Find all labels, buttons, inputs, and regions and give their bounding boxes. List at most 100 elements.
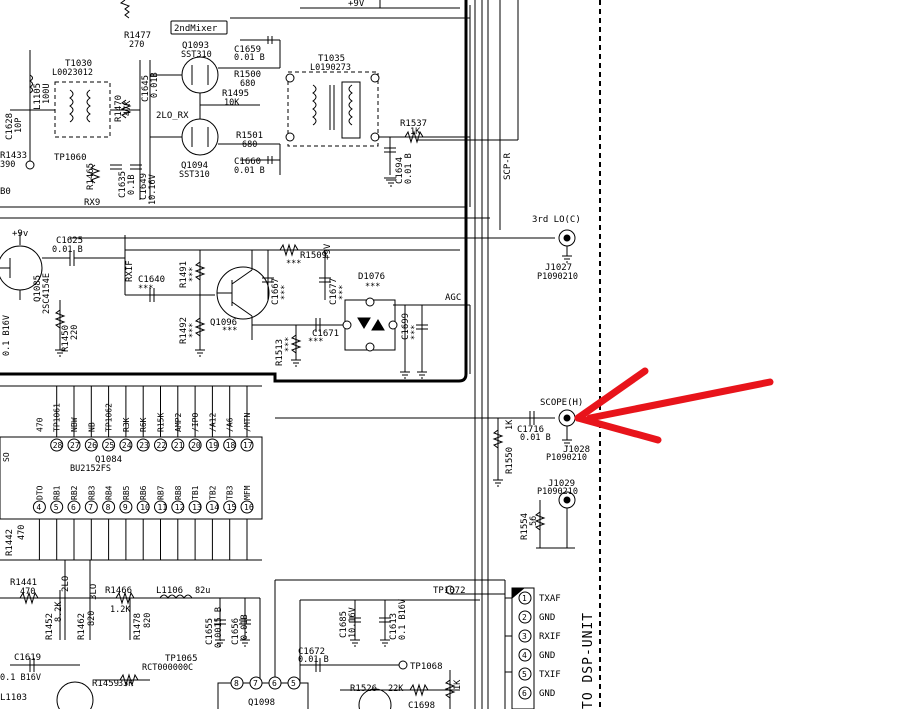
tp1065-ref: TP1065 bbox=[165, 654, 198, 664]
ic-top-pin-number: 27 bbox=[70, 441, 80, 450]
ic-top-pin-label: NBW bbox=[70, 417, 79, 432]
connector-pin-name: TXIF bbox=[539, 670, 561, 680]
r1550-ref: R1550 bbox=[505, 447, 515, 474]
rotated-labels-scope: R1550 1K R1554 56 bbox=[505, 419, 539, 540]
ic-top-pin-label: /MTN bbox=[243, 413, 252, 432]
c1671-val: *** bbox=[308, 337, 323, 347]
r1450-ref: R1450 bbox=[61, 325, 71, 352]
ic-top-pin-label: TP1062 bbox=[105, 403, 114, 432]
t1030-ref: T1030 bbox=[65, 59, 92, 69]
ic-bottom-pin-circle bbox=[32, 500, 46, 514]
c1672-ref: C1672 bbox=[298, 647, 325, 657]
q1085-ref: Q1085 bbox=[33, 275, 43, 302]
c1645-ref: C1645 bbox=[141, 75, 151, 102]
highlight-arrow bbox=[574, 367, 774, 444]
connector-pin-name: GND bbox=[539, 651, 555, 661]
q1098-pin-circle bbox=[249, 676, 263, 690]
r1492-ref: R1492 bbox=[179, 317, 189, 344]
connector-pin-name: GND bbox=[539, 613, 555, 623]
ic-bottom-pin-number: 13 bbox=[192, 503, 202, 512]
c1619-ref: C1619 bbox=[14, 653, 41, 663]
ic-top-pin-circle bbox=[223, 438, 237, 452]
c1628-val: 10P bbox=[14, 118, 24, 133]
c1677-val: *** bbox=[338, 285, 348, 300]
ic-top-pin-label: /A6 bbox=[226, 417, 235, 432]
r1509-val: *** bbox=[286, 259, 301, 269]
r1452-ref: R1452 bbox=[45, 613, 55, 640]
t1030-part: L0023012 bbox=[52, 68, 93, 78]
ic-part: BU2152FS bbox=[70, 464, 111, 474]
r1526-ref: R1526 bbox=[350, 684, 377, 694]
q1093-part: SST310 bbox=[181, 50, 212, 60]
connector-pin-number: 2 bbox=[522, 613, 527, 622]
t1035-part: L0190273 bbox=[310, 63, 351, 73]
ic-bottom-pin-label: RB2 bbox=[70, 485, 79, 500]
connector-pin-circle bbox=[518, 610, 532, 624]
ic-bottom-pin-circle bbox=[119, 500, 133, 514]
rx9-label: RX9 bbox=[84, 198, 100, 208]
q1098-pin-circle bbox=[230, 676, 244, 690]
q1093-ref: Q1093 bbox=[182, 41, 209, 51]
c1667-val: *** bbox=[280, 285, 290, 300]
r1441-ref: R1441 bbox=[10, 578, 37, 588]
ic-top-pin-circle bbox=[188, 438, 202, 452]
ic-top-pin-number: 19 bbox=[208, 441, 218, 450]
connector-pin-circle bbox=[518, 591, 532, 605]
ic-top-pin-number: 25 bbox=[105, 441, 115, 450]
r1491-ref: R1491 bbox=[179, 261, 189, 288]
ic-bottom-pin-label: RB8 bbox=[174, 485, 183, 500]
r1554-val: 56 bbox=[529, 516, 539, 526]
ic-bottom-pin-number: 7 bbox=[88, 503, 93, 512]
l1103-ref: L1103 bbox=[0, 693, 27, 703]
ic-bottom-pin-circle bbox=[154, 500, 167, 514]
c1619-val: 0.1 B16V bbox=[0, 673, 41, 683]
r1433-ref: R1433 bbox=[0, 151, 27, 161]
connector-block bbox=[504, 580, 535, 710]
c1659-ref: C1659 bbox=[234, 45, 261, 55]
scope-jack-name: SCOPE(H) bbox=[540, 398, 583, 408]
ic-bottom-pin-circle bbox=[136, 500, 150, 514]
ic-top-pin-label: 470 bbox=[35, 417, 44, 432]
rotated-labels-top: L1105 100U C1628 10P R1470 47K C1645 0.0… bbox=[5, 72, 513, 205]
ic-top-pin-circle bbox=[136, 438, 150, 452]
ic-bottom-pin-circle bbox=[223, 500, 237, 514]
ic-top-pin-number: 18 bbox=[226, 441, 236, 450]
ic-top-pin-circle bbox=[102, 438, 116, 452]
ic-bottom-pin-number: 11 bbox=[158, 503, 168, 512]
q1098-pin-number: 8 bbox=[234, 679, 239, 688]
ic-top-pin-circle bbox=[84, 438, 98, 452]
ic-bottom-pin-label: TB3 bbox=[226, 485, 235, 500]
c1685-val: 10.16V bbox=[348, 607, 358, 638]
b0-label: B0 bbox=[0, 187, 11, 197]
c1625-ref: C1625 bbox=[56, 236, 83, 246]
c1699-ref: C1699 bbox=[401, 313, 411, 340]
ic-top-pin-circle bbox=[205, 438, 219, 452]
r1509-ref: R1509 bbox=[300, 251, 327, 261]
r1462-val: 820 bbox=[87, 611, 97, 626]
mixer-section bbox=[10, 0, 470, 200]
q1085-part: 2SC4154E bbox=[42, 273, 52, 314]
ic-top-pin-number: 17 bbox=[243, 441, 253, 450]
l1105-ref: L1105 bbox=[33, 83, 43, 110]
c1613-val: 0.1 B16V bbox=[398, 599, 408, 640]
r1500-ref: R1500 bbox=[234, 70, 261, 80]
connector-pin-name: GND bbox=[539, 689, 555, 699]
connector-pin-number: 5 bbox=[522, 670, 527, 679]
ic-top-pin-label: R15K bbox=[157, 413, 166, 432]
c1628-ref: C1628 bbox=[5, 113, 15, 140]
plus9v-mid: +9v bbox=[12, 229, 28, 239]
r1501-val: 680 bbox=[242, 140, 257, 150]
ic-bottom-pin-number: 14 bbox=[209, 503, 219, 512]
ic-top-pin-circle bbox=[171, 438, 185, 452]
c1655-val: 0.0015 B bbox=[214, 607, 224, 648]
r1459-ref: R1459 bbox=[92, 679, 119, 689]
c1694-ref: C1694 bbox=[395, 157, 405, 184]
ic-top-pin-label: R3K bbox=[122, 417, 131, 432]
c1645-val: 0.01B bbox=[150, 72, 160, 98]
r1442-ref: R1442 bbox=[5, 529, 15, 556]
ic-rotated-labels: SO R1442 470 bbox=[2, 452, 27, 556]
ic-bottom-pin-label: RB7 bbox=[157, 485, 166, 500]
